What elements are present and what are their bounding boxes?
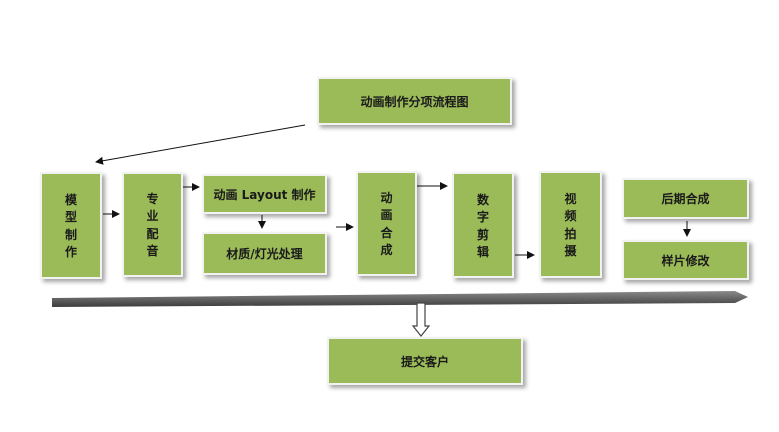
post-box: 后期合成 [622,178,749,219]
deliver-down-arrow [411,302,431,337]
model-line1: 模 型 [64,192,85,224]
arrow-title-to-model [95,124,306,165]
edit-box: 数 字 剪 辑 [452,172,514,278]
model-line2: 制 作 [64,228,85,260]
dubbing-box: 专 业 配 音 [122,172,183,277]
title-box: 动画制作分项流程图 [317,77,512,125]
flow-bar [52,291,748,307]
model-box: 模 型 制 作 [40,172,102,279]
compose-line1: 动 画 [380,191,401,223]
compose-box: 动 画 合 成 [356,171,417,276]
dubbing-line2: 配 音 [146,226,167,258]
sample-text: 样片修改 [661,253,710,268]
post-text: 后期合成 [661,192,710,206]
edit-line2: 剪 辑 [476,227,497,259]
deliver-box: 提交客户 [327,337,523,385]
title-text: 动画制作分项流程图 [360,94,469,109]
deliver-text: 提交客户 [400,354,449,369]
material-text: 材质/灯光处理 [226,247,303,261]
sample-box: 样片修改 [622,240,749,280]
compose-line2: 合 成 [380,225,401,257]
layout-box: 动画 Layout 制作 [202,174,327,214]
shoot-line1: 视 频 [564,191,585,223]
dubbing-line1: 专 业 [146,192,167,224]
layout-text: 动画 Layout 制作 [213,187,316,202]
edit-line1: 数 字 [476,192,497,224]
material-box: 材质/灯光处理 [202,232,327,275]
shoot-box: 视 频 拍 摄 [539,171,602,278]
shoot-line2: 拍 摄 [564,227,585,259]
